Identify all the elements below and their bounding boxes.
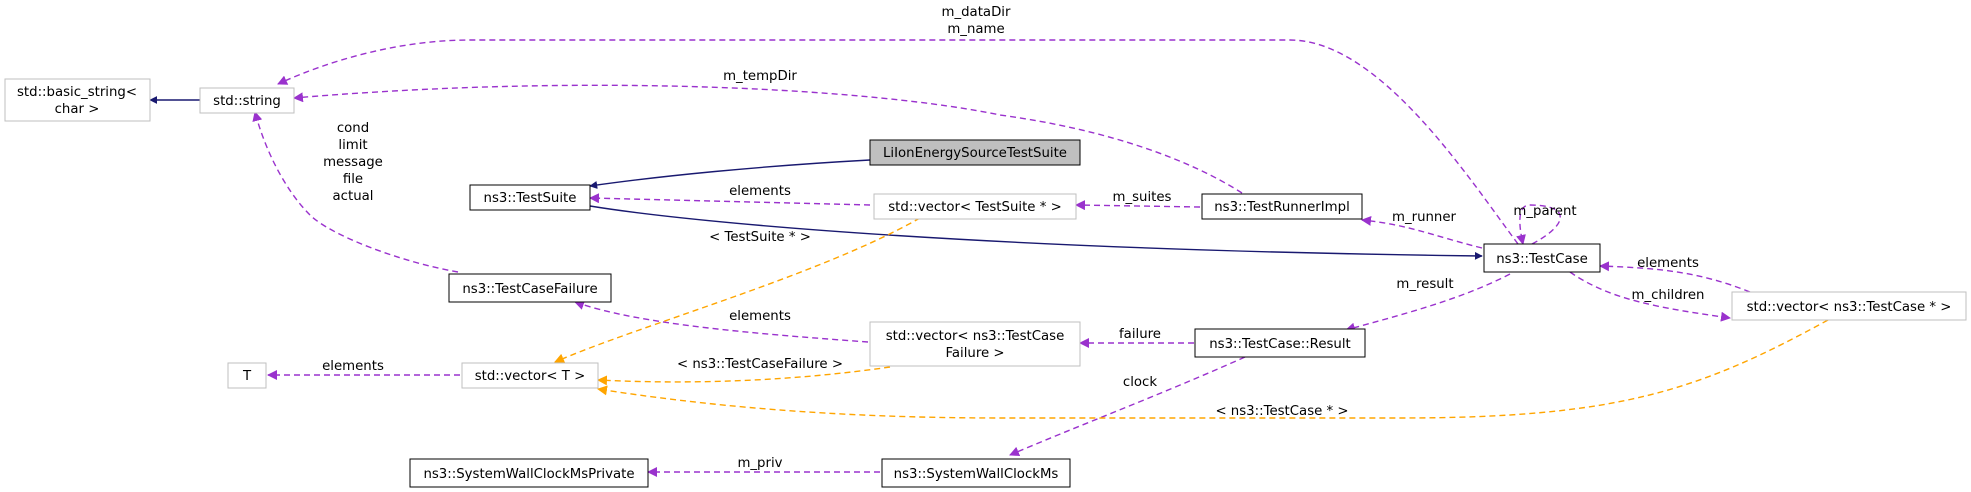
edge-testcase-to-runnerimpl	[1361, 215, 1483, 249]
label-failure-elements: elements	[729, 309, 791, 324]
node-basic-string-label: std::basic_string<char >	[17, 85, 137, 117]
edge-testcase-to-string-data-name	[277, 39, 1519, 245]
edge-vec-failure-to-casefailure	[574, 300, 869, 343]
node-system-wall-clock-ms-private[interactable]: ns3::SystemWallClockMsPrivate	[409, 458, 649, 488]
edge-liion-to-testsuite	[589, 159, 871, 189]
label-tmpl-testsuite: < TestSuite * >	[709, 230, 811, 245]
node-system-wall-clock-ms[interactable]: ns3::SystemWallClockMs	[881, 458, 1071, 488]
node-test-case-failure[interactable]: ns3::TestCaseFailure	[448, 273, 612, 303]
node-test-case[interactable]: ns3::TestCase	[1483, 243, 1601, 273]
node-vector-t-label: std::vector< T >	[475, 369, 586, 384]
node-template-t-label: T	[242, 369, 252, 384]
edge-runnerimpl-to-string-tempdir	[293, 84, 1243, 194]
label-clock: clock	[1123, 375, 1157, 390]
edge-vec-testsuite-to-testsuite	[589, 193, 871, 206]
edge-casefailure-to-string	[252, 111, 459, 273]
label-tmpl-failure: < ns3::TestCaseFailure >	[677, 357, 843, 372]
node-test-runner-impl[interactable]: ns3::TestRunnerImpl	[1201, 193, 1363, 220]
label-m-parent: m_parent	[1513, 204, 1576, 219]
node-test-suite-label: ns3::TestSuite	[484, 191, 577, 206]
node-test-suite[interactable]: ns3::TestSuite	[469, 184, 591, 211]
nodes: std::basic_string<char > std::string LiI…	[4, 78, 1967, 488]
edge-testcase-to-result	[1345, 273, 1511, 333]
node-test-case-result-label: ns3::TestCase::Result	[1209, 337, 1351, 352]
node-system-wall-clock-ms-label: ns3::SystemWallClockMs	[894, 467, 1059, 482]
label-m-suites: m_suites	[1113, 190, 1172, 205]
edge-vec-testcase-to-testcase	[1599, 261, 1751, 293]
label-m-priv: m_priv	[737, 456, 782, 471]
node-test-runner-impl-label: ns3::TestRunnerImpl	[1214, 200, 1350, 215]
edge-vec-testcase-tmpl-to-vec-t	[597, 319, 1829, 419]
label-suite-elements: elements	[729, 184, 791, 199]
edge-result-to-clock	[1009, 356, 1246, 457]
node-vector-test-suite[interactable]: std::vector< TestSuite * >	[873, 193, 1077, 220]
node-template-t[interactable]: T	[227, 362, 267, 389]
node-test-case-label: ns3::TestCase	[1496, 252, 1588, 267]
edge-testcase-to-vec-testcase-children	[1569, 271, 1731, 322]
node-test-case-failure-label: ns3::TestCaseFailure	[462, 282, 597, 297]
label-temp-dir: m_tempDir	[723, 69, 797, 84]
label-case-elements: elements	[1637, 256, 1699, 271]
label-failure: failure	[1119, 327, 1161, 342]
node-liion-energy-source-test-suite[interactable]: LiIonEnergySourceTestSuite	[869, 139, 1081, 166]
label-m-runner: m_runner	[1392, 210, 1457, 225]
edges	[149, 39, 1829, 477]
edge-testsuite-to-testcase	[589, 205, 1483, 260]
node-vector-test-case-label: std::vector< ns3::TestCase * >	[1747, 300, 1952, 315]
node-test-case-result[interactable]: ns3::TestCase::Result	[1194, 328, 1366, 358]
node-vector-test-suite-label: std::vector< TestSuite * >	[888, 200, 1061, 215]
node-liion-label: LiIonEnergySourceTestSuite	[883, 146, 1067, 161]
node-string-label: std::string	[213, 94, 281, 109]
label-tmpl-testcase: < ns3::TestCase * >	[1215, 404, 1348, 419]
node-basic-string[interactable]: std::basic_string<char >	[4, 78, 151, 122]
edge-testcase-self-parent	[1516, 204, 1561, 245]
node-vector-test-case[interactable]: std::vector< ns3::TestCase * >	[1731, 291, 1967, 321]
label-m-result: m_result	[1396, 277, 1453, 292]
node-vector-t[interactable]: std::vector< T >	[461, 362, 599, 389]
node-system-wall-clock-ms-private-label: ns3::SystemWallClockMsPrivate	[423, 467, 634, 482]
label-t-elements: elements	[322, 359, 384, 374]
edge-vec-testsuite-tmpl-to-vec-t	[554, 217, 921, 363]
node-string[interactable]: std::string	[199, 87, 295, 114]
edge-vec-failure-tmpl-to-vec-t	[597, 366, 891, 386]
edge-runnerimpl-to-vec-testsuite	[1075, 200, 1201, 211]
label-m-children: m_children	[1632, 288, 1705, 303]
